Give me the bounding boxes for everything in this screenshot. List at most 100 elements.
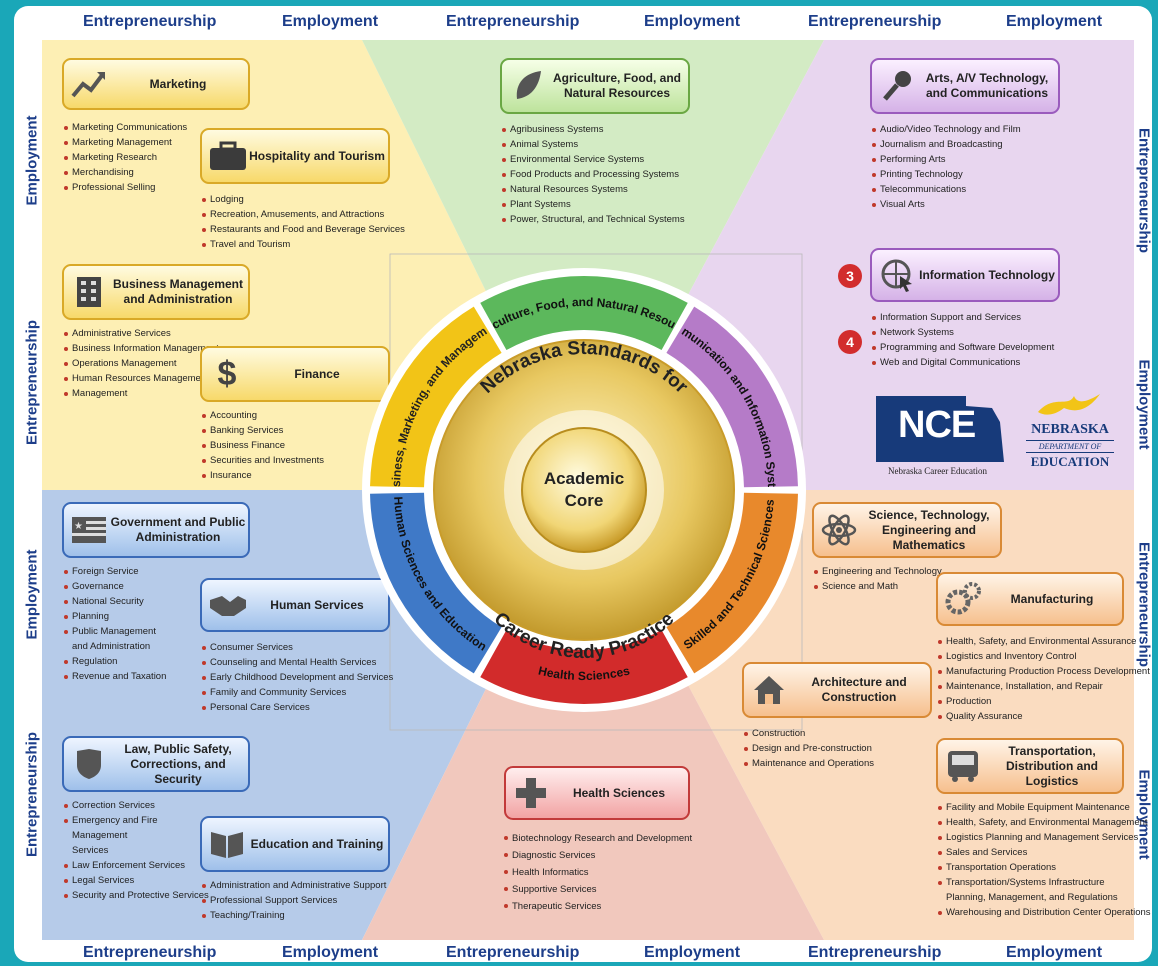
- list-item: Design and Pre-construction: [744, 741, 874, 756]
- region-red: [362, 490, 824, 940]
- cluster-title: Information Technology: [919, 267, 1055, 282]
- list-item: Operations Management: [64, 356, 219, 371]
- academic-core[interactable]: [521, 427, 647, 553]
- list-item: Professional Selling: [64, 180, 187, 195]
- cluster-title: Human Services: [270, 597, 364, 612]
- wheel-segment-4[interactable]: [480, 629, 688, 704]
- list-agriculture: Agribusiness Systems Animal Systems Envi…: [502, 122, 685, 227]
- cluster-business-management[interactable]: Business Management and Administration: [62, 264, 250, 320]
- edge-bottom-6: Employment: [1006, 944, 1103, 961]
- wheel-segment-2[interactable]: [666, 306, 798, 488]
- wheel-segment-3[interactable]: [666, 492, 798, 674]
- list-item: Science and Math: [814, 579, 942, 594]
- list-item: Performing Arts: [872, 152, 1021, 167]
- list-item: Regulation: [64, 654, 166, 669]
- list-item: Transportation/Systems Infrastructure Pl…: [938, 875, 1132, 905]
- list-item: Transportation Operations: [938, 860, 1151, 875]
- microphone-icon: [878, 69, 916, 103]
- chart-trend-icon: [70, 67, 108, 101]
- cluster-title: Government and Public Administration: [110, 515, 246, 544]
- ne-logo-line1: NEBRASKA: [1031, 422, 1109, 437]
- edge-right-1: Entrepreneurship: [1135, 127, 1153, 254]
- list-item: Engineering and Technology: [814, 564, 942, 579]
- list-item: Security and Protective Services: [64, 888, 209, 903]
- edge-right-2: Employment: [1135, 359, 1153, 450]
- list-item: Early Childhood Development and Services: [202, 670, 393, 685]
- list-item: Administration and Administrative Suppor…: [202, 878, 386, 893]
- list-item: Insurance: [202, 468, 324, 483]
- cluster-marketing[interactable]: Marketing: [62, 58, 250, 110]
- list-item: Governance: [64, 579, 166, 594]
- wheel-segment-1[interactable]: [480, 276, 688, 351]
- cluster-hospitality[interactable]: Hospitality and Tourism: [200, 128, 390, 184]
- nebraska-shape-logo: [876, 396, 1004, 462]
- nce-logo-text: NCE: [898, 404, 976, 446]
- list-item: Public Management and Administration: [64, 624, 162, 654]
- list-item: Web and Digital Communications: [872, 355, 1054, 370]
- wheel-segment-6[interactable]: [370, 306, 502, 488]
- cluster-agriculture[interactable]: Agriculture, Food, and Natural Resources: [500, 58, 690, 114]
- edge-top-3: Entrepreneurship: [446, 13, 580, 30]
- leaf-icon: [508, 69, 546, 103]
- cluster-government[interactable]: ★ Government and Public Administration: [62, 502, 250, 558]
- edge-top-6: Employment: [1006, 13, 1103, 30]
- edge-left-2: Entrepreneurship: [23, 319, 41, 446]
- list-item: Marketing Management: [64, 135, 187, 150]
- building-icon: [70, 275, 108, 309]
- cluster-information-technology[interactable]: Information Technology: [870, 248, 1060, 302]
- cluster-finance[interactable]: $ Finance: [200, 346, 390, 402]
- list-item: Diagnostic Services: [504, 847, 692, 864]
- list-item: Health Informatics: [504, 864, 692, 881]
- cluster-education[interactable]: Education and Training: [200, 816, 390, 872]
- list-item: Counseling and Mental Health Services: [202, 655, 393, 670]
- nce-logo-subtext: Nebraska Career Education: [888, 466, 987, 476]
- list-item: Audio/Video Technology and Film: [872, 122, 1021, 137]
- marker-4: 4: [838, 330, 862, 354]
- list-item: Foreign Service: [64, 564, 166, 579]
- list-education: Administration and Administrative Suppor…: [202, 878, 386, 923]
- career-clusters-board: Entrepreneurship Employment Entrepreneur…: [14, 6, 1152, 962]
- cluster-title: Architecture and Construction: [811, 675, 907, 704]
- cluster-architecture[interactable]: Architecture and Construction: [742, 662, 932, 718]
- cluster-title: Health Sciences: [572, 785, 666, 800]
- bus-icon: [944, 749, 982, 783]
- list-item: Merchandising: [64, 165, 187, 180]
- list-health: Biotechnology Research and Development D…: [504, 830, 692, 915]
- list-item: Health, Safety, and Environmental Assura…: [938, 634, 1150, 649]
- list-arts: Audio/Video Technology and Film Journali…: [872, 122, 1021, 212]
- list-stem: Engineering and Technology Science and M…: [814, 564, 942, 594]
- cluster-stem[interactable]: Science, Technology, Engineering and Mat…: [812, 502, 1002, 558]
- flag-icon: ★: [70, 513, 108, 547]
- list-item: Biotechnology Research and Development: [504, 830, 692, 847]
- center-wheel: Agriculture, Food, and Natural Resources…: [362, 254, 806, 712]
- cluster-law[interactable]: Law, Public Safety, Corrections, and Sec…: [62, 736, 250, 792]
- cluster-title: Business Management and Administration: [112, 277, 244, 306]
- cluster-health[interactable]: Health Sciences: [504, 766, 690, 820]
- list-item: Programming and Software Development: [872, 340, 1054, 355]
- cluster-manufacturing[interactable]: Manufacturing: [936, 572, 1124, 626]
- list-item: Quality Assurance: [938, 709, 1150, 724]
- list-finance: Accounting Banking Services Business Fin…: [202, 408, 324, 483]
- list-item: Restaurants and Food and Beverage Servic…: [202, 222, 405, 237]
- list-item: Environmental Service Systems: [502, 152, 685, 167]
- cluster-title: Agriculture, Food, and Natural Resources: [553, 71, 681, 100]
- list-item: Professional Support Services: [202, 893, 386, 908]
- edge-top-4: Employment: [644, 13, 741, 30]
- list-hospitality: Lodging Recreation, Amusements, and Attr…: [202, 192, 405, 252]
- wheel-segment-5[interactable]: [370, 492, 502, 674]
- cross-icon: [512, 776, 550, 810]
- cluster-human-services[interactable]: Human Services: [200, 578, 390, 632]
- cluster-transportation[interactable]: Transportation, Distribution and Logisti…: [936, 738, 1124, 794]
- list-item: Correction Services: [64, 798, 209, 813]
- cluster-arts[interactable]: Arts, A/V Technology, and Communications: [870, 58, 1060, 114]
- ne-logo-line2: DEPARTMENT OF: [1026, 440, 1114, 453]
- list-item: Securities and Investments: [202, 453, 324, 468]
- nebraska-education-logo: NEBRASKA DEPARTMENT OF EDUCATION: [1026, 390, 1114, 482]
- marker-3: 3: [838, 264, 862, 288]
- edge-bottom-2: Employment: [282, 944, 379, 961]
- edge-top-2: Employment: [282, 13, 379, 30]
- list-item: Accounting: [202, 408, 324, 423]
- list-item: Management: [64, 386, 219, 401]
- list-item: Maintenance and Operations: [744, 756, 874, 771]
